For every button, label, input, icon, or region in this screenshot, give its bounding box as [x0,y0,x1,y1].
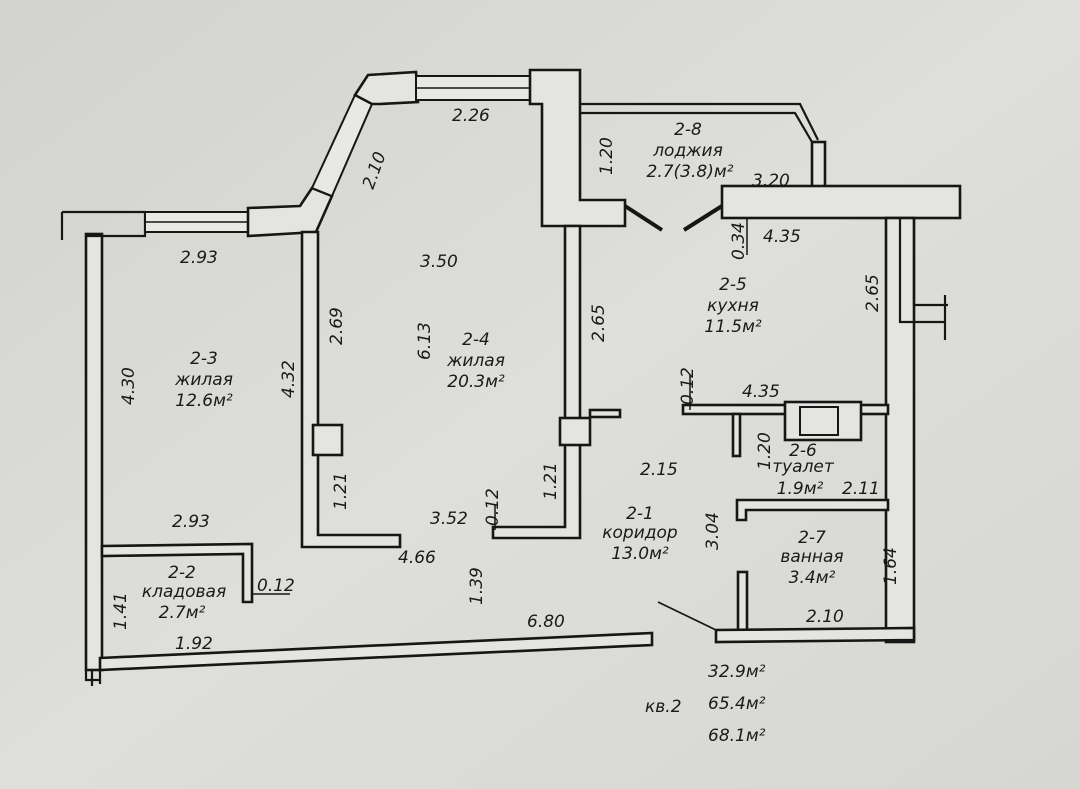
dimension-label: 0.34 [729,222,749,260]
dimension-label: 4.66 [398,548,436,568]
room-2-7-label: 2-7 ванная 3.4м² [780,528,843,588]
dimension-label: 68.1м² [708,726,766,746]
dimension-label: 0.12 [483,488,503,526]
dimension-label: 2.93 [172,512,210,532]
room-label-text: 2.7(3.8)м² [647,162,734,182]
dimension-label: 2.93 [180,248,218,268]
room-label-text: жилая [446,351,505,371]
dimension-label: 1.92 [175,634,213,654]
room-label-text: кухня [707,296,759,316]
room-label-text: кладовая [142,582,226,602]
dimension-labels: 2.26 2.10 1.20 3.20 2.93 3.50 0.34 4.35 … [111,106,901,654]
room-2-1-label: 2-1 коридор 13.0м² [602,504,678,564]
dimension-label: 3.20 [752,171,790,191]
dimension-label: 6.13 [415,322,435,360]
room-2-8-label: 2-8 лоджия 2.7(3.8)м² [647,120,734,182]
area-summary: 32.9м² кв.2 65.4м² 68.1м² [645,662,766,746]
room-label-text: туалет [772,457,835,477]
dimension-label: кв.2 [645,697,682,717]
room-label-text: 3.4м² [789,568,836,588]
room-label-text: 2-1 [626,504,654,524]
room-label-text: лоджия [652,141,723,161]
room-label-text: 1.9м² [777,479,824,499]
room-label-text: 11.5м² [704,317,762,337]
dimension-label: 3.50 [420,252,458,272]
room-2-2-label: 2-2 кладовая 2.7м² [142,563,226,623]
room-label-text: 2-7 [798,528,826,548]
walls [60,68,962,686]
room-label-text: 2.7м² [159,603,206,623]
dimension-label: 0.12 [678,367,698,405]
dimension-label: 2.69 [327,307,347,345]
room-label-text: 13.0м² [611,544,669,564]
dimension-label: 65.4м² [708,694,766,714]
room-label-text: 2-4 [462,330,490,350]
room-2-3-label: 2-3 жилая 12.6м² [174,349,233,411]
room-label-text: 2-8 [674,120,702,140]
dimension-label: 2.11 [842,479,880,499]
dimension-label: 2.65 [863,274,883,312]
room-label-text: 12.6м² [175,391,233,411]
dimension-label: 4.35 [742,382,780,402]
dimension-label: 32.9м² [708,662,766,682]
dimension-label: 1.21 [541,462,561,500]
dimension-label: 1.20 [755,432,775,470]
dimension-label: 4.32 [279,360,299,398]
room-label-text: 2-2 [168,563,196,583]
room-2-6-label: 2-6 туалет 1.9м² [772,441,835,499]
room-2-5-label: 2-5 кухня 11.5м² [704,275,762,337]
dimension-label: 1.41 [111,592,131,630]
room-label-text: ванная [780,547,843,567]
room-label-text: жилая [174,370,233,390]
room-label-text: 2-6 [789,441,817,461]
room-label-text: 2-3 [190,349,218,369]
room-2-4-label: 2-4 жилая 20.3м² [446,330,505,392]
dimension-label: 1.39 [467,567,487,605]
dimension-label: 1.21 [331,472,351,510]
dimension-label: 4.35 [763,227,801,247]
dimension-label: 2.15 [640,460,678,480]
dimension-label: 4.30 [119,367,139,405]
dimension-label: 6.80 [527,612,565,632]
dimension-label: 2.26 [452,106,490,126]
room-label-text: 20.3м² [447,372,505,392]
room-label-text: коридор [602,523,678,543]
dimension-label: 0.12 [257,576,295,596]
dimension-label: 3.04 [703,512,723,550]
dimension-label: 1.64 [881,547,901,585]
room-label-text: 2-5 [719,275,747,295]
dimension-label: 1.20 [597,137,617,175]
dimension-label: 2.65 [589,304,609,342]
dimension-label: 3.52 [430,509,468,529]
dimension-label: 2.10 [806,607,844,627]
